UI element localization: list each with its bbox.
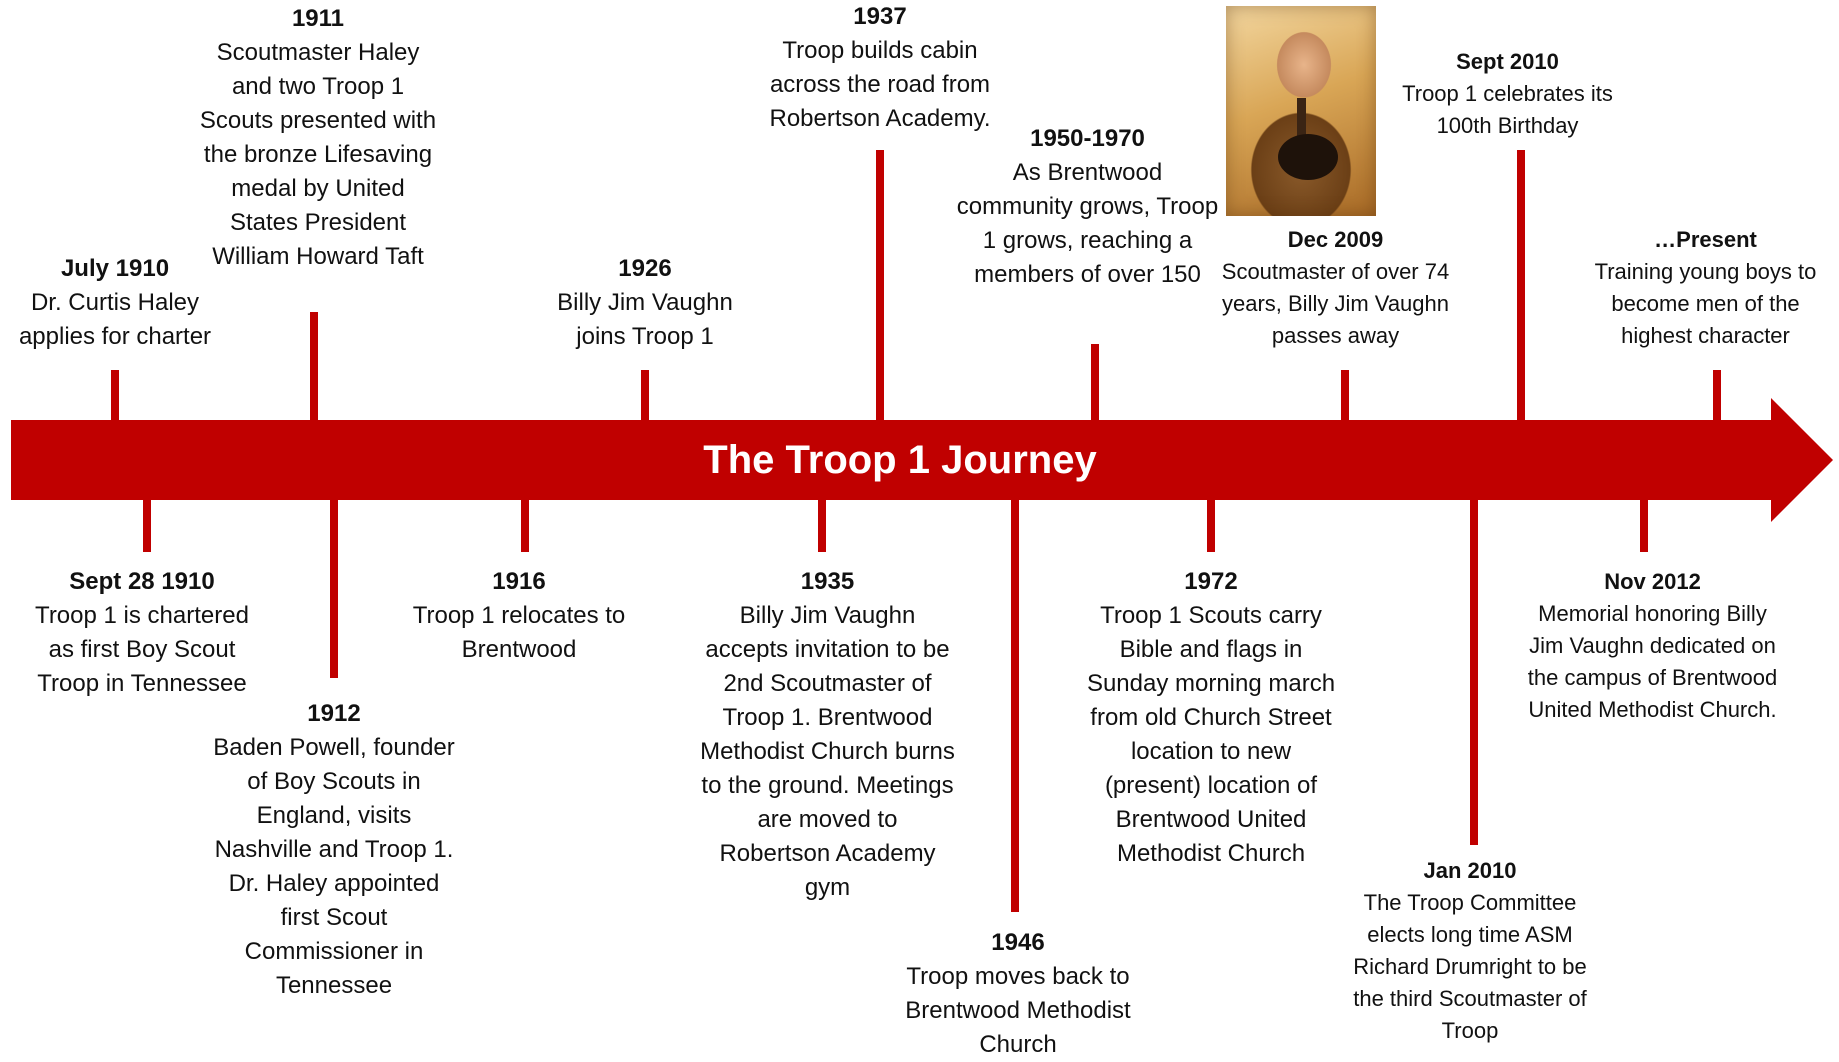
event-1946: 1946 Troop moves back to Brentwood Metho… bbox=[893, 926, 1143, 1062]
connector-1916 bbox=[521, 500, 529, 552]
event-date: 1946 bbox=[991, 929, 1045, 956]
event-text: Memorial honoring Billy Jim Vaughn dedic… bbox=[1527, 601, 1778, 722]
connector-dec-2009 bbox=[1341, 370, 1349, 420]
event-date: 1926 bbox=[618, 255, 672, 282]
event-date: Jan 2010 bbox=[1423, 858, 1517, 883]
event-1972: 1972 Troop 1 Scouts carry Bible and flag… bbox=[1085, 565, 1337, 871]
connector-1911 bbox=[310, 312, 318, 420]
event-sept-2010: Sept 2010 Troop 1 celebrates its 100th B… bbox=[1385, 46, 1630, 142]
photo-hat bbox=[1278, 134, 1338, 180]
event-text: Troop 1 is chartered as first Boy Scout … bbox=[35, 602, 249, 697]
event-text: Baden Powell, founder of Boy Scouts in E… bbox=[213, 734, 455, 999]
event-text: Billy Jim Vaughn joins Troop 1 bbox=[557, 289, 733, 350]
event-1911: 1911 Scoutmaster Haley and two Troop 1 S… bbox=[198, 2, 438, 274]
event-jan-2010: Jan 2010 The Troop Committee elects long… bbox=[1345, 855, 1595, 1047]
event-date: Sept 28 1910 bbox=[69, 568, 215, 595]
event-1950-1970: 1950-1970 As Brentwood community grows, … bbox=[955, 122, 1220, 292]
connector-1950-1970 bbox=[1091, 344, 1099, 420]
event-text: Scoutmaster Haley and two Troop 1 Scouts… bbox=[199, 39, 437, 270]
connector-july-1910 bbox=[111, 370, 119, 420]
event-date: Sept 2010 bbox=[1456, 49, 1559, 74]
connector-1912 bbox=[330, 500, 338, 678]
event-text: Scoutmaster of over 74 years, Billy Jim … bbox=[1221, 259, 1450, 348]
event-july-1910: July 1910 Dr. Curtis Haley applies for c… bbox=[0, 252, 230, 354]
event-text: Billy Jim Vaughn accepts invitation to b… bbox=[700, 602, 955, 901]
timeline-bar bbox=[11, 420, 1771, 500]
event-date: …Present bbox=[1654, 227, 1757, 252]
event-date: 1935 bbox=[800, 568, 855, 595]
event-1912: 1912 Baden Powell, founder of Boy Scouts… bbox=[210, 697, 458, 1003]
event-text: As Brentwood community grows, Troop 1 gr… bbox=[956, 159, 1219, 288]
event-text: Troop builds cabin across the road from … bbox=[769, 37, 991, 132]
event-1935: 1935 Billy Jim Vaughn accepts invitation… bbox=[700, 565, 955, 905]
event-1926: 1926 Billy Jim Vaughn joins Troop 1 bbox=[540, 252, 750, 354]
event-date: Nov 2012 bbox=[1604, 569, 1701, 594]
event-text: The Troop Committee elects long time ASM… bbox=[1353, 890, 1587, 1043]
event-date: 1972 bbox=[1184, 568, 1238, 595]
event-date: 1950-1970 bbox=[1030, 125, 1145, 152]
connector-1926 bbox=[641, 370, 649, 420]
connector-sept-2010 bbox=[1517, 150, 1525, 420]
event-date: 1912 bbox=[307, 700, 361, 727]
event-1916: 1916 Troop 1 relocates to Brentwood bbox=[395, 565, 643, 667]
event-sept-28-1910: Sept 28 1910 Troop 1 is chartered as fir… bbox=[22, 565, 262, 701]
event-date: Dec 2009 bbox=[1287, 227, 1384, 252]
event-text: Troop moves back to Brentwood Methodist … bbox=[905, 963, 1131, 1058]
event-dec-2009: Dec 2009 Scoutmaster of over 74 years, B… bbox=[1218, 224, 1453, 352]
connector-1972 bbox=[1207, 500, 1215, 552]
connector-1946 bbox=[1011, 500, 1019, 912]
event-text: Dr. Curtis Haley applies for charter bbox=[18, 289, 212, 350]
connector-jan-2010 bbox=[1470, 500, 1478, 845]
event-nov-2012: Nov 2012 Memorial honoring Billy Jim Vau… bbox=[1525, 566, 1780, 726]
event-text: Troop 1 relocates to Brentwood bbox=[412, 602, 626, 663]
event-date: 1916 bbox=[492, 568, 546, 595]
event-date: 1937 bbox=[853, 3, 907, 30]
event-text: Troop 1 Scouts carry Bible and flags in … bbox=[1086, 602, 1336, 867]
event-date: July 1910 bbox=[60, 255, 170, 282]
event-text: Training young boys to become men of the… bbox=[1594, 259, 1817, 348]
event-date: 1911 bbox=[291, 5, 345, 32]
connector-1935 bbox=[818, 500, 826, 552]
connector-present bbox=[1713, 370, 1721, 420]
event-present: …Present Training young boys to become m… bbox=[1578, 224, 1833, 352]
event-1937: 1937 Troop builds cabin across the road … bbox=[745, 0, 1015, 136]
scoutmaster-photo bbox=[1226, 6, 1376, 216]
connector-nov-2012 bbox=[1640, 500, 1648, 552]
connector-1937 bbox=[876, 150, 884, 420]
event-text: Troop 1 celebrates its 100th Birthday bbox=[1402, 81, 1613, 138]
timeline-title: The Troop 1 Journey bbox=[703, 438, 1097, 482]
connector-sept-28-1910 bbox=[143, 500, 151, 552]
photo-tie bbox=[1297, 98, 1306, 138]
timeline-arrowhead bbox=[1771, 398, 1833, 522]
